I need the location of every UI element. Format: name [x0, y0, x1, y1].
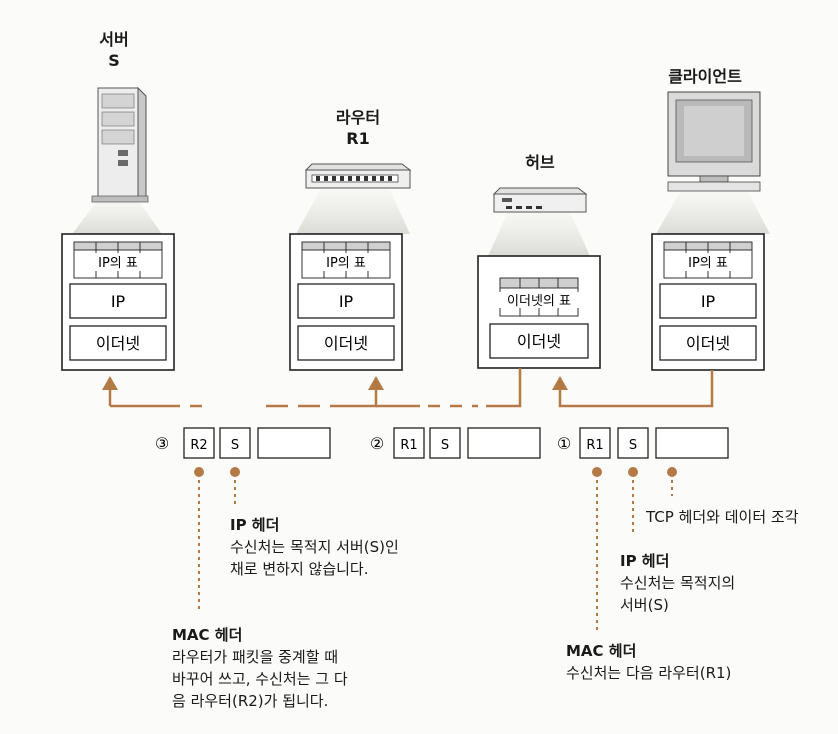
- mac-header-right-line1: 수신처는 다음 라우터(R1): [566, 664, 732, 682]
- arrow-to-router: [368, 376, 384, 390]
- packet1-mac-box: [579, 427, 611, 459]
- packet2-mac-box: [393, 427, 425, 459]
- arrow-to-hub: [552, 376, 568, 390]
- packet1-ip-box: [617, 427, 649, 459]
- packet2-mac: R1: [400, 438, 417, 453]
- mac-header-left-title: MAC 헤더: [172, 626, 243, 644]
- server-ethernet-layer: [69, 325, 167, 361]
- server-ip-text: IP: [111, 292, 126, 311]
- ip-header-right-title: IP 헤더: [620, 552, 670, 570]
- server-label: 서버 S: [84, 29, 144, 71]
- packet2-ip: S: [441, 438, 449, 453]
- packet2-ip-box: [429, 427, 461, 459]
- leader-dot: [194, 467, 204, 477]
- arrow-to-server: [102, 376, 118, 390]
- hub-ethernet-table-label: 이더넷의 표: [507, 294, 571, 309]
- router-ip-table-plate: [314, 253, 378, 271]
- client-ethernet-layer: [659, 325, 757, 361]
- mac-header-right-caption: MAC 헤더 수신처는 다음 라우터(R1): [566, 640, 731, 684]
- packet3-mac-box: [183, 427, 215, 459]
- packet1-ip: S: [629, 438, 637, 453]
- path-router-left: [332, 388, 378, 408]
- mac-header-left-line1: 라우터가 패킷을 중계할 때: [172, 648, 339, 666]
- ip-header-left-line2: 채로 변하지 않습니다.: [230, 560, 369, 578]
- router-ip-text: IP: [339, 292, 354, 311]
- router-id: R1: [346, 129, 370, 148]
- client-ip-text: IP: [701, 292, 716, 311]
- router-icon: [304, 163, 412, 189]
- packet3-data-box: [257, 427, 331, 459]
- client-ip-table-label: IP의 표: [688, 256, 728, 271]
- client-monitor-icon: [667, 91, 761, 192]
- ip-header-right-line2: 서버(S): [620, 596, 669, 614]
- ip-header-right-caption: IP 헤더 수신처는 목적지의 서버(S): [620, 550, 735, 616]
- router-ethernet-text: 이더넷: [324, 334, 368, 353]
- packet3-ip-box: [219, 427, 251, 459]
- server-ip-table-plate: [86, 253, 150, 271]
- mac-header-left-line2: 바꾸어 쓰고, 수신처는 그 다: [172, 670, 348, 688]
- packet3-ip: S: [231, 438, 239, 453]
- client-ethernet-text: 이더넷: [686, 334, 730, 353]
- server-icon: [91, 86, 149, 203]
- packet1-data-box: [655, 427, 729, 459]
- tcp-caption: TCP 헤더와 데이터 조각: [646, 508, 799, 526]
- hub-beam: [488, 212, 590, 256]
- router-label: 라우터 R1: [318, 107, 398, 149]
- router-beam: [296, 190, 410, 234]
- server-ip-table-label: IP의 표: [98, 256, 138, 271]
- router-name: 라우터: [335, 108, 381, 127]
- server-beam: [72, 200, 162, 234]
- packet2-data-box: [467, 427, 541, 459]
- router-ip-table-label: IP의 표: [326, 256, 366, 271]
- packet1-step: ①: [557, 434, 571, 453]
- hub-label: 허브: [525, 153, 555, 172]
- ip-header-left-line1: 수신처는 목적지 서버(S)인: [230, 538, 399, 556]
- hub-ethernet-layer: [489, 323, 589, 359]
- router-ip-layer: [297, 283, 395, 319]
- path-hub-left: [486, 368, 522, 408]
- mac-header-left-line3: 음 라우터(R2)가 됩니다.: [172, 692, 329, 710]
- mac-header-right-title: MAC 헤더: [566, 642, 637, 660]
- packet1-mac: R1: [586, 438, 603, 453]
- packet3-mac: R2: [190, 438, 207, 453]
- hub-icon: [492, 187, 588, 213]
- packet3-step: ③: [155, 434, 169, 453]
- client-beam: [656, 192, 770, 234]
- leader-dot: [667, 467, 677, 477]
- hub-ethernet-text: 이더넷: [517, 332, 561, 351]
- server-id: S: [108, 51, 120, 70]
- server-ethernet-text: 이더넷: [96, 334, 140, 353]
- ip-header-right-line1: 수신처는 목적지의: [620, 574, 736, 592]
- client-ip-table-plate: [676, 253, 740, 271]
- packet2-step: ②: [370, 434, 384, 453]
- leader-dot: [628, 467, 638, 477]
- mac-header-left-caption: MAC 헤더 라우터가 패킷을 중계할 때 바꾸어 쓰고, 수신처는 그 다 음…: [172, 624, 348, 712]
- ip-header-left-caption: IP 헤더 수신처는 목적지 서버(S)인 채로 변하지 않습니다.: [230, 514, 399, 580]
- server-ip-layer: [69, 283, 167, 319]
- hub-table-plate: [497, 292, 581, 308]
- router-ethernet-layer: [297, 325, 395, 361]
- leader-dot: [230, 467, 240, 477]
- client-ip-layer: [659, 283, 757, 319]
- client-label: 클라이언트: [668, 67, 742, 86]
- leader-dot: [592, 467, 602, 477]
- server-name: 서버: [99, 30, 129, 49]
- ip-header-left-title: IP 헤더: [230, 516, 280, 534]
- path-hub-client: [558, 370, 714, 408]
